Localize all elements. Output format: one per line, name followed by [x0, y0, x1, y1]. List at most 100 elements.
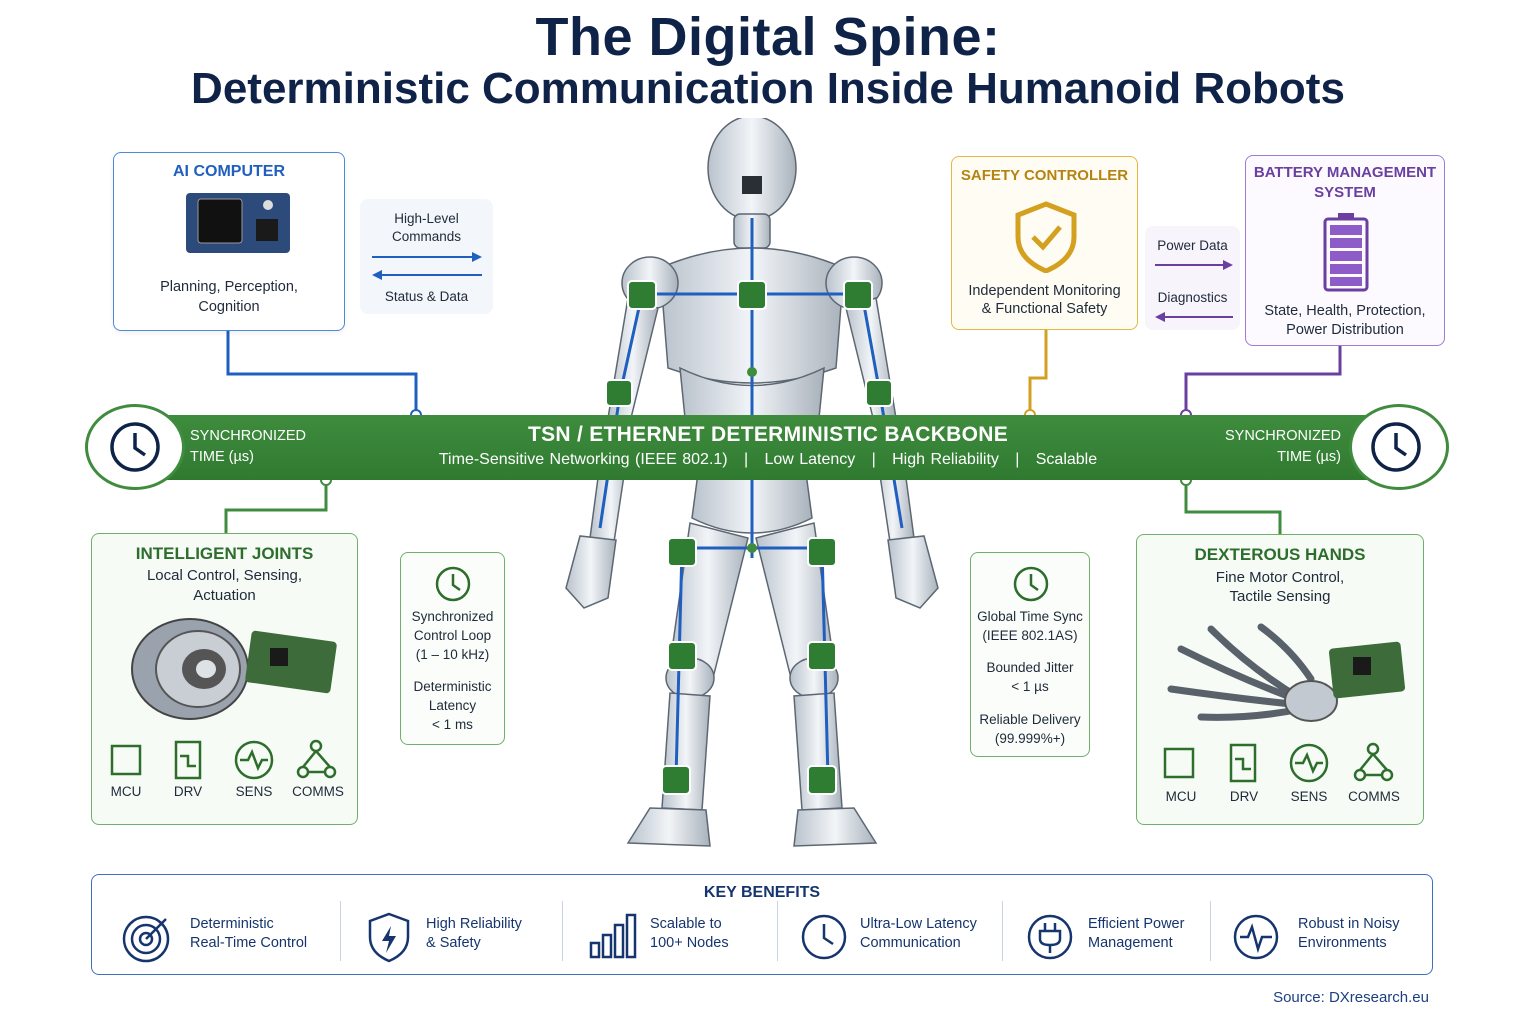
bms-connector [1184, 346, 1342, 415]
right-clock-badge [1349, 404, 1449, 490]
sync-time-right-1: SYNCHRONIZED [1224, 428, 1341, 444]
ai-computer-card: AI COMPUTER Planning, Perception, Cognit… [113, 152, 345, 331]
safety-connector [1028, 330, 1048, 415]
shield-check-icon [1015, 201, 1077, 273]
bar-chart-icon [589, 913, 637, 959]
joints-icon-row [110, 739, 337, 780]
jitter-l2: < 1 µs [1011, 679, 1049, 694]
hands-drv-label: DRV [1229, 789, 1259, 804]
latency-l3: < 1 ms [432, 717, 473, 732]
ai-computer-title: AI COMPUTER [173, 163, 285, 180]
clock-icon [1013, 566, 1049, 602]
control-loop-l3: (1 – 10 kHz) [415, 647, 490, 662]
intelligent-joints-card: INTELLIGENT JOINTS Local Control, Sensin… [91, 533, 358, 825]
benefit-item: Deterministic Real-Time Control [120, 911, 340, 967]
joints-title: INTELLIGENT JOINTS [135, 544, 314, 563]
time-sync-l2: (IEEE 802.1AS) [982, 628, 1078, 643]
sync-time-left-2: TIME (µs) [190, 449, 254, 465]
power-flow-box: Power Data Diagnostics [1145, 226, 1240, 330]
benefit-2-l2: & Safety [426, 935, 481, 951]
joints-comms-label: COMMS [292, 784, 344, 799]
driver-icon [1229, 743, 1257, 783]
control-loop-l2: Control Loop [413, 628, 492, 643]
benefit-divider [777, 901, 778, 961]
commands-label-1: High-Level [394, 211, 459, 226]
bms-desc-2: Power Distribution [1286, 322, 1404, 338]
status-data-label: Status & Data [384, 289, 469, 304]
joints-drv-label: DRV [173, 784, 203, 799]
backbone-title: TSN / ETHERNET DETERMINISTIC BACKBONE [527, 423, 1009, 446]
joints-mcu-label: MCU [110, 784, 142, 799]
ai-connector [226, 331, 418, 415]
bms-title-2: SYSTEM [1314, 184, 1376, 201]
benefit-5-l2: Management [1088, 935, 1173, 951]
benefit-4-l1: Ultra-Low Latency [860, 916, 977, 932]
benefits-title: KEY BENEFITS [703, 884, 821, 901]
processor-board-icon [186, 193, 290, 253]
hands-icon-row [1163, 742, 1394, 783]
benefit-divider [1002, 901, 1003, 961]
sync-time-left-1: SYNCHRONIZED [190, 428, 307, 444]
comms-icon [1366, 742, 1380, 756]
ai-computer-desc-2: Cognition [198, 299, 260, 315]
hands-comms-label: COMMS [1348, 789, 1400, 804]
clock-icon [435, 566, 471, 602]
clock-icon [801, 914, 847, 960]
page-title: The Digital Spine: [535, 7, 1001, 67]
jitter-l1: Bounded Jitter [986, 660, 1074, 675]
mcu-icon [1163, 747, 1195, 779]
robotic-hand-image [1167, 623, 1406, 722]
bms-title-1: BATTERY MANAGEMENT [1253, 164, 1437, 181]
hands-connector [1184, 480, 1282, 534]
benefit-divider [340, 901, 341, 961]
hands-sub-2: Tactile Sensing [1229, 588, 1331, 605]
delivery-l1: Reliable Delivery [979, 712, 1081, 727]
joints-connector [224, 480, 328, 533]
clock-icon [1371, 422, 1421, 472]
benefit-4-l2: Communication [860, 935, 961, 951]
battery-icon [1323, 213, 1369, 292]
joints-sens-label: SENS [235, 784, 273, 799]
power-data-label: Power Data [1157, 238, 1228, 253]
benefit-divider [1210, 901, 1211, 961]
benefit-6-l1: Robust in Noisy [1298, 916, 1400, 932]
humanoid-robot-illustration [565, 118, 939, 847]
benefit-item: Robust in Noisy Environments [1232, 911, 1422, 967]
hands-title: DEXTEROUS HANDS [1194, 545, 1366, 564]
sensor-icon [1289, 743, 1329, 783]
tsn-backbone-bar: SYNCHRONIZED TIME (µs) TSN / ETHERNET DE… [140, 415, 1396, 480]
safety-desc-2: & Functional Safety [981, 301, 1108, 317]
benefit-2-l1: High Reliability [426, 916, 522, 932]
safety-controller-title: SAFETY CONTROLLER [960, 167, 1129, 184]
safety-desc-1: Independent Monitoring [968, 283, 1121, 299]
clock-icon [110, 422, 160, 472]
page-subtitle: Deterministic Communication Inside Human… [191, 64, 1345, 113]
control-loop-card: Synchronized Control Loop (1 – 10 kHz) D… [400, 552, 505, 745]
benefit-1-l1: Deterministic [190, 916, 274, 932]
bms-desc-1: State, Health, Protection, [1264, 303, 1426, 319]
battery-management-card: BATTERY MANAGEMENT SYSTEM State, Health,… [1245, 155, 1445, 346]
latency-l2: Latency [428, 698, 477, 713]
source-credit: Source: DXresearch.eu [1273, 989, 1429, 1006]
hands-sub-1: Fine Motor Control, [1215, 569, 1345, 586]
benefit-item: Ultra-Low Latency Communication [800, 911, 1010, 967]
key-benefits-panel: KEY BENEFITS Deterministic Real-Time Con… [91, 874, 1433, 975]
benefit-3-l2: 100+ Nodes [650, 935, 729, 951]
time-sync-card: Global Time Sync (IEEE 802.1AS) Bounded … [970, 552, 1090, 757]
actuator-module-image [131, 618, 337, 720]
safety-controller-card: SAFETY CONTROLLER Independent Monitoring… [951, 156, 1138, 330]
benefit-item: Efficient Power Management [1026, 911, 1216, 967]
sensor-icon [234, 740, 274, 780]
target-icon [122, 915, 170, 963]
left-clock-badge [85, 404, 185, 490]
sync-time-right-2: TIME (µs) [1277, 449, 1341, 465]
benefit-divider [562, 901, 563, 961]
control-loop-l1: Synchronized [411, 609, 494, 624]
benefit-item: Scalable to 100+ Nodes [588, 911, 778, 967]
latency-l1: Deterministic [413, 679, 492, 694]
plug-icon [1027, 914, 1073, 960]
benefit-6-l2: Environments [1298, 935, 1387, 951]
benefit-3-l1: Scalable to [650, 916, 722, 932]
dexterous-hands-card: DEXTEROUS HANDS Fine Motor Control, Tact… [1136, 534, 1424, 825]
delivery-l2: (99.999%+) [994, 731, 1066, 746]
